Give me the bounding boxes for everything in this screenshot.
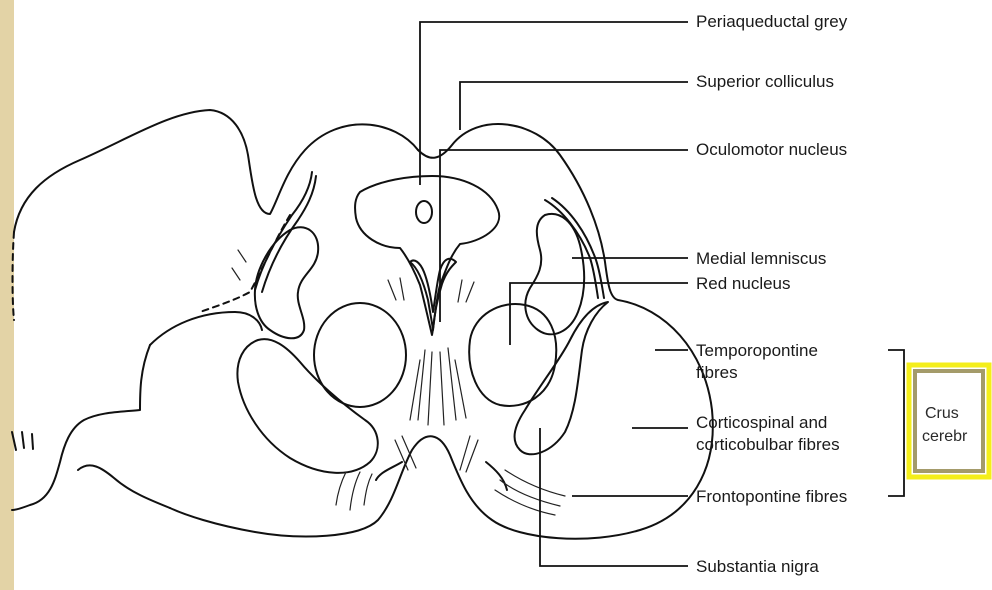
label-periaqueductal-grey: Periaqueductal grey xyxy=(696,12,848,31)
label-corticospinal-line1: Corticospinal and xyxy=(696,413,827,432)
periaqueductal-grey-region xyxy=(355,176,499,335)
red-nucleus-right xyxy=(469,304,556,406)
midbrain-outline xyxy=(12,110,713,539)
label-oculomotor-nucleus: Oculomotor nucleus xyxy=(696,140,847,159)
crus-cerebri-lower xyxy=(376,462,507,490)
label-superior-colliculus: Superior colliculus xyxy=(696,72,834,91)
label-leader-lines xyxy=(420,22,688,566)
label-substantia-nigra: Substantia nigra xyxy=(696,557,819,576)
leader-superior-colliculus xyxy=(460,82,688,130)
right-tegmentum xyxy=(515,214,608,454)
leader-red-nucleus xyxy=(510,283,688,345)
label-temporopontine-line1: Temporopontine xyxy=(696,341,818,360)
oculomotor-nucleus xyxy=(410,259,456,330)
crus-cerebri-line2: cerebr xyxy=(922,428,968,445)
leader-substantia-nigra xyxy=(540,428,688,566)
label-frontopontine-fibres: Frontopontine fibres xyxy=(696,487,847,506)
red-nucleus-left xyxy=(314,303,406,407)
label-temporopontine-line2: fibres xyxy=(696,363,738,382)
crus-cerebri-line1: Crus xyxy=(925,405,959,422)
label-corticospinal-line2: corticobulbar fibres xyxy=(696,435,840,454)
label-medial-lemniscus: Medial lemniscus xyxy=(696,249,826,268)
left-tegmentum xyxy=(237,227,377,473)
label-red-nucleus: Red nucleus xyxy=(696,274,791,293)
crus-bracket xyxy=(888,350,904,496)
cerebral-aqueduct xyxy=(416,201,432,223)
structure-labels: Periaqueductal grey Superior colliculus … xyxy=(696,12,848,576)
medial-lemniscus-strips xyxy=(255,172,604,298)
crus-cerebri-highlight: Crus cerebr xyxy=(909,365,989,477)
leader-oculomotor-nucleus xyxy=(440,150,688,322)
